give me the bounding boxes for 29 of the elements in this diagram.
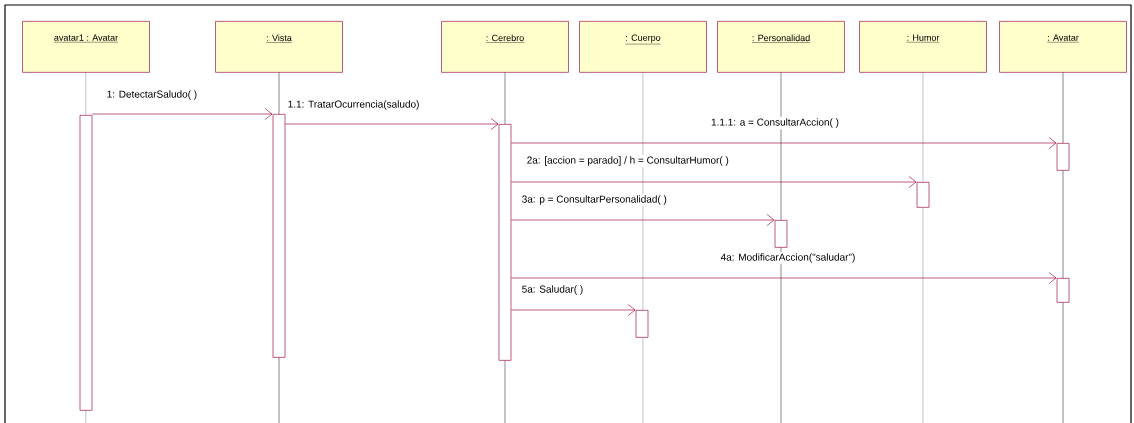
activation-bar	[272, 114, 286, 358]
activation-bar	[635, 310, 649, 338]
message-label: 5a: Saludar( )	[520, 283, 585, 297]
message-arrow	[511, 214, 775, 226]
message-label: 2a: [accion = parado] / h = ConsultarHumor( )	[525, 154, 731, 168]
message-label: 1.1: TratarOcurrencia(saludo)	[286, 98, 421, 112]
message-arrow	[511, 272, 1057, 284]
activation-bar	[1056, 143, 1070, 171]
activation-bar	[774, 220, 788, 248]
message-label: 3a: p = ConsultarPersonalidad( )	[520, 193, 669, 207]
message-label: 4a: ModificarAccion("saludar")	[719, 251, 857, 265]
message-arrow	[92, 108, 273, 120]
object-box: : Vista	[215, 21, 343, 73]
object-box: : Humor	[859, 21, 987, 73]
activation-bar	[79, 115, 93, 411]
message-arrow	[511, 137, 1057, 149]
object-box: avatar1 : Avatar	[22, 21, 150, 73]
object-box: : Cerebro	[441, 21, 569, 73]
object-box: : Avatar	[999, 21, 1127, 73]
activation-bar	[916, 182, 930, 208]
message-arrow	[511, 176, 917, 188]
message-label: 1.1.1: a = ConsultarAccion( )	[709, 116, 841, 130]
object-box: : Cuerpo	[579, 21, 707, 73]
object-box: : Personalidad	[717, 21, 845, 73]
message-arrow	[285, 118, 499, 130]
activation-bar	[498, 124, 512, 361]
activation-bar	[1056, 278, 1070, 303]
message-label: 1: DetectarSaludo( )	[105, 88, 199, 102]
message-arrow	[511, 304, 636, 316]
